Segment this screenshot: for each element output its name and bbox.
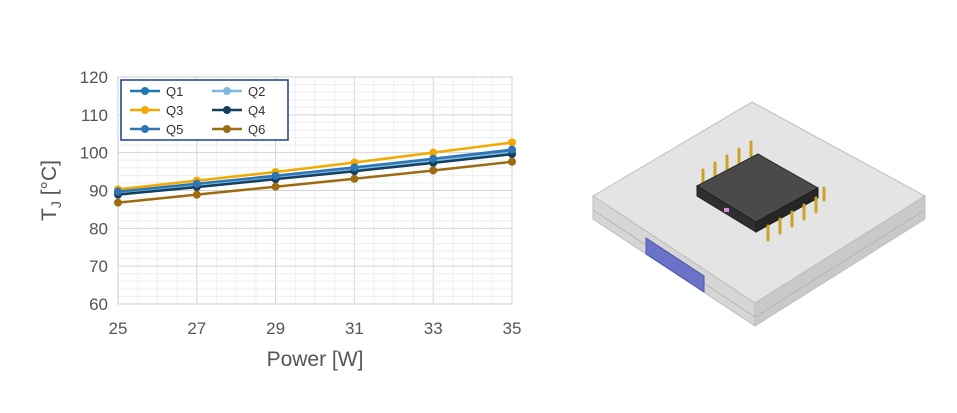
data-point [271, 171, 280, 180]
legend-item-q5: Q5 [130, 122, 183, 137]
y-tick-label: 110 [81, 106, 108, 125]
data-point [508, 145, 516, 154]
series-line [117, 151, 513, 195]
data-point [114, 187, 122, 196]
data-point [192, 179, 201, 188]
legend-label: Q5 [166, 122, 183, 137]
data-point [508, 138, 516, 147]
module-pins-front [766, 186, 826, 242]
data-point [350, 174, 359, 183]
series-line [117, 141, 513, 191]
x-tick-label: 33 [424, 319, 443, 338]
series-line [117, 160, 513, 204]
x-axis-title: Power [W] [267, 348, 364, 371]
y-tick-label: 120 [80, 68, 108, 87]
legend-item-q3: Q3 [130, 103, 183, 118]
y-tick-label: 80 [89, 219, 108, 238]
series-line [117, 148, 513, 193]
board-layer-line-side [754, 209, 926, 318]
module-package-side [755, 187, 819, 233]
data-point [350, 163, 359, 172]
y-axis-title: TJ [°C] [38, 160, 64, 221]
series-q5 [114, 145, 516, 196]
x-tick-label: 35 [503, 319, 522, 338]
x-tick-label: 31 [345, 319, 364, 338]
y-axis-ticks: 60 70 80 90 100 110 120 [80, 68, 108, 314]
legend-label: Q4 [248, 103, 265, 118]
x-tick-label: 27 [187, 319, 206, 338]
legend-swatch-marker [141, 87, 149, 95]
power-module-3d-icon [592, 101, 926, 327]
x-tick-label: 25 [109, 319, 128, 338]
legend-swatch-marker [223, 125, 231, 133]
legend-label: Q1 [166, 84, 183, 99]
module-pins-back [701, 140, 753, 186]
y-axis-title-unit: [°C] [38, 160, 61, 201]
thermal-interface-pad [645, 237, 705, 293]
legend-swatch-marker [223, 87, 231, 95]
data-point [508, 157, 516, 166]
y-axis-title-subscript: J [48, 201, 64, 208]
data-point [429, 154, 438, 163]
legend-item-q6: Q6 [212, 122, 265, 137]
legend-item-q1: Q1 [130, 84, 183, 99]
legend-label: Q3 [166, 103, 183, 118]
series-q6 [114, 157, 516, 207]
data-point [114, 198, 122, 207]
legend-swatch-marker [141, 106, 149, 114]
legend-item-q4: Q4 [212, 103, 265, 118]
legend-swatch-marker [223, 106, 231, 114]
data-point [429, 166, 438, 175]
legend-swatch-marker [141, 125, 149, 133]
x-tick-label: 29 [266, 319, 285, 338]
y-tick-label: 70 [89, 257, 108, 276]
data-point [271, 182, 280, 191]
y-tick-label: 100 [80, 144, 108, 163]
series-line [117, 152, 513, 196]
y-tick-label: 90 [89, 182, 108, 201]
x-axis-ticks: 25 27 29 31 33 35 [109, 319, 522, 338]
data-point [192, 190, 201, 199]
series-layer [114, 138, 516, 207]
data-point [429, 148, 438, 157]
module-marker [724, 208, 729, 212]
legend-label: Q2 [248, 84, 265, 99]
legend-item-q2: Q2 [212, 84, 265, 99]
board-right-face [754, 195, 926, 327]
y-tick-label: 60 [89, 295, 108, 314]
legend-label: Q6 [248, 122, 265, 137]
y-axis-title-symbol: T [38, 208, 61, 221]
